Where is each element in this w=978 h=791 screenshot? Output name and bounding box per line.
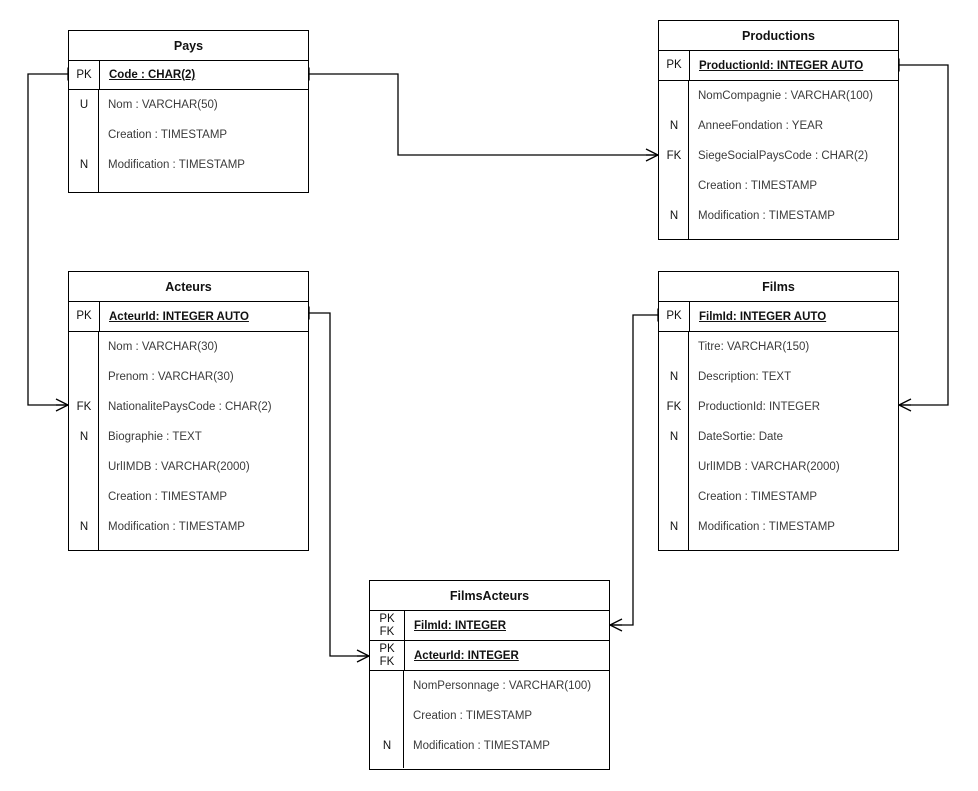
entity-acteurs-row-key-1	[69, 362, 99, 392]
entity-pays-row-key-2: N	[79, 159, 89, 171]
entity-filmsacteurs-row-attr-0: NomPersonnage : VARCHAR(100)	[413, 680, 592, 692]
entity-filmsacteurs-row-attr-2: Modification : TIMESTAMP	[413, 740, 550, 752]
entity-pays-title: Pays	[69, 31, 308, 61]
entity-productions-row-key-3	[659, 171, 689, 201]
entity-acteurs-row-key-5	[69, 482, 99, 512]
fk-label: FK	[379, 625, 395, 638]
connector-pays-acteurs	[27, 67, 70, 412]
entity-pays-pk-attr: Code : CHAR(2)	[99, 61, 308, 89]
entity-films-row-key-1: N	[669, 371, 679, 383]
entity-acteurs-row-attr-2: NationalitePaysCode : CHAR(2)	[108, 401, 272, 413]
entity-productions-key-column	[659, 81, 689, 239]
entity-acteurs-attributes: Nom : VARCHAR(30) Prenom : VARCHAR(30) F…	[69, 332, 308, 550]
entity-productions-row-attr-0: NomCompagnie : VARCHAR(100)	[698, 90, 873, 102]
entity-productions-row-attr-3: Creation : TIMESTAMP	[698, 180, 818, 192]
entity-pays-row-key-0: U	[79, 99, 89, 111]
entity-films-row-attr-1: Description: TEXT	[698, 371, 792, 383]
pk-label: PK	[379, 613, 395, 626]
entity-filmsacteurs-pk-attr-acteurid: ActeurId: INTEGER	[404, 641, 609, 670]
entity-acteurs-row-attr-5: Creation : TIMESTAMP	[108, 491, 228, 503]
entity-acteurs-row-attr-1: Prenom : VARCHAR(30)	[108, 371, 234, 383]
entity-films-row-key-0	[659, 332, 689, 362]
entity-pays-pk-key: PK	[76, 68, 92, 81]
entity-films-pk-key: PK	[666, 310, 682, 323]
entity-acteurs[interactable]: Acteurs PK ActeurId: INTEGER AUTO Nom : …	[68, 271, 309, 551]
entity-productions-attributes: NomCompagnie : VARCHAR(100) N AnneeFonda…	[659, 81, 898, 239]
entity-pays-row-key-1	[69, 120, 99, 150]
entity-filmsacteurs-pk-attr-filmid: FilmId: INTEGER	[404, 611, 609, 640]
entity-pays-row-attr-1: Creation : TIMESTAMP	[108, 129, 228, 141]
entity-films-row-key-3: N	[669, 431, 679, 443]
entity-filmsacteurs-title: FilmsActeurs	[370, 581, 609, 611]
entity-films-row-key-6: N	[669, 521, 679, 533]
entity-acteurs-row-key-0	[69, 332, 99, 362]
entity-films-row-key-4	[659, 452, 689, 482]
entity-productions-pk-row[interactable]: PK ProductionId: INTEGER AUTO	[659, 51, 898, 81]
entity-filmsacteurs-row-key-1	[370, 701, 404, 731]
entity-filmsacteurs-attributes: NomPersonnage : VARCHAR(100) Creation : …	[370, 671, 609, 768]
entity-pays-key-column	[69, 90, 99, 192]
entity-acteurs-row-attr-0: Nom : VARCHAR(30)	[108, 341, 218, 353]
entity-films-pk-row[interactable]: PK FilmId: INTEGER AUTO	[659, 302, 898, 332]
entity-filmsacteurs-row-attr-1: Creation : TIMESTAMP	[413, 710, 533, 722]
pk-label: PK	[379, 643, 395, 656]
entity-films-row-attr-3: DateSortie: Date	[698, 431, 784, 443]
entity-filmsacteurs-row-key-2: N	[382, 740, 392, 752]
entity-films[interactable]: Films PK FilmId: INTEGER AUTO Titre: VAR…	[658, 271, 899, 551]
entity-productions-pk-key: PK	[666, 59, 682, 72]
entity-pays-row-attr-0: Nom : VARCHAR(50)	[108, 99, 218, 111]
entity-films-row-key-5	[659, 482, 689, 512]
connector-acteurs-filmsacteurs	[308, 306, 371, 663]
entity-pays-pk-row[interactable]: PK Code : CHAR(2)	[69, 61, 308, 90]
entity-productions-pk-attr: ProductionId: INTEGER AUTO	[689, 51, 898, 80]
entity-acteurs-title: Acteurs	[69, 272, 308, 302]
entity-productions-title: Productions	[659, 21, 898, 51]
entity-films-pk-attr: FilmId: INTEGER AUTO	[689, 302, 898, 331]
entity-films-row-attr-6: Modification : TIMESTAMP	[698, 521, 835, 533]
entity-acteurs-pk-attr: ActeurId: INTEGER AUTO	[99, 302, 308, 331]
entity-productions-row-attr-1: AnneeFondation : YEAR	[698, 120, 824, 132]
entity-productions[interactable]: Productions PK ProductionId: INTEGER AUT…	[658, 20, 899, 240]
entity-acteurs-row-key-6: N	[79, 521, 89, 533]
connector-pays-productions	[308, 67, 660, 162]
entity-acteurs-key-column	[69, 332, 99, 550]
connector-productions-films	[897, 58, 949, 412]
connector-films-filmsacteurs	[608, 308, 659, 632]
entity-films-attributes: Titre: VARCHAR(150) N Description: TEXT …	[659, 332, 898, 550]
entity-acteurs-row-key-3: N	[79, 431, 89, 443]
entity-productions-row-key-2: FK	[666, 150, 682, 162]
entity-productions-row-attr-2: SiegeSocialPaysCode : CHAR(2)	[698, 150, 869, 162]
entity-acteurs-row-attr-4: UrlIMDB : VARCHAR(2000)	[108, 461, 250, 473]
entity-acteurs-row-attr-3: Biographie : TEXT	[108, 431, 202, 443]
entity-pays-attributes: U Nom : VARCHAR(50) Creation : TIMESTAMP…	[69, 90, 308, 192]
entity-films-row-attr-0: Titre: VARCHAR(150)	[698, 341, 810, 353]
entity-productions-row-key-1: N	[669, 120, 679, 132]
entity-acteurs-row-key-2: FK	[76, 401, 92, 413]
entity-films-title: Films	[659, 272, 898, 302]
entity-acteurs-row-attr-6: Modification : TIMESTAMP	[108, 521, 245, 533]
entity-pays[interactable]: Pays PK Code : CHAR(2) U Nom : VARCHAR(5…	[68, 30, 309, 193]
entity-pays-row-attr-2: Modification : TIMESTAMP	[108, 159, 245, 171]
entity-filmsacteurs-row-key-0	[370, 671, 404, 701]
entity-films-row-attr-5: Creation : TIMESTAMP	[698, 491, 818, 503]
entity-acteurs-row-key-4	[69, 452, 99, 482]
entity-films-row-attr-2: ProductionId: INTEGER	[698, 401, 821, 413]
entity-acteurs-pk-key: PK	[76, 310, 92, 323]
entity-films-key-column	[659, 332, 689, 550]
entity-films-row-attr-4: UrlIMDB : VARCHAR(2000)	[698, 461, 840, 473]
entity-films-row-key-2: FK	[666, 401, 682, 413]
fk-label: FK	[379, 655, 395, 668]
entity-acteurs-pk-row[interactable]: PK ActeurId: INTEGER AUTO	[69, 302, 308, 332]
entity-productions-row-key-4: N	[669, 210, 679, 222]
entity-productions-row-key-0	[659, 81, 689, 111]
entity-filmsacteurs-key-column	[370, 671, 404, 768]
entity-productions-row-attr-4: Modification : TIMESTAMP	[698, 210, 835, 222]
